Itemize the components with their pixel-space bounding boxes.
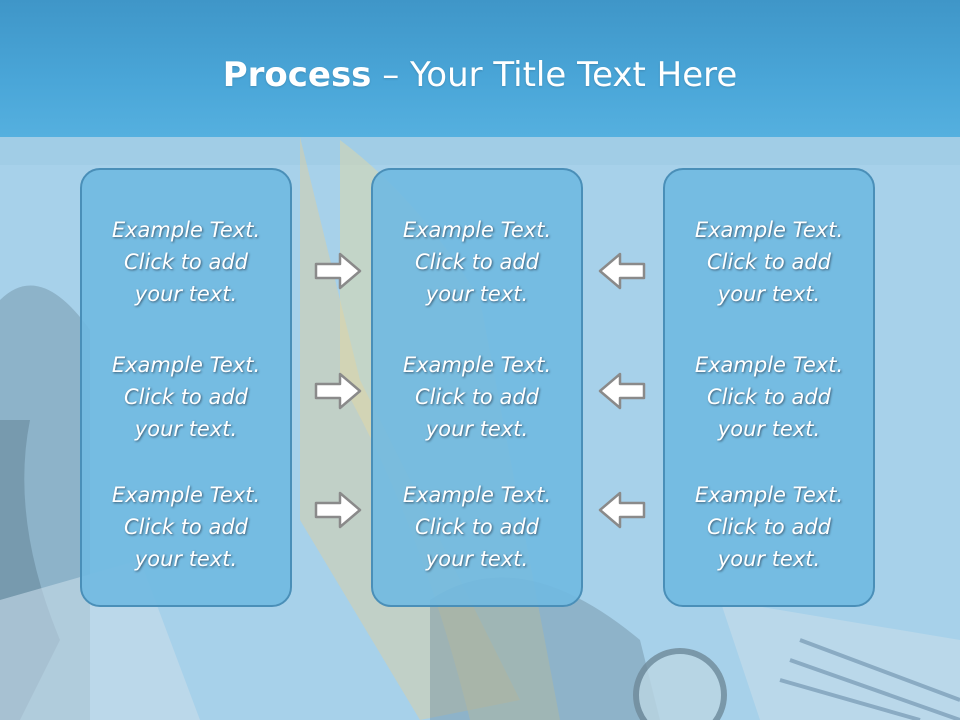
text-line: Example Text. (694, 353, 844, 377)
text-line: Example Text. (111, 483, 261, 507)
text-line: Example Text. (402, 483, 552, 507)
process-column-center: Example Text. Click to add your text. Ex… (371, 168, 583, 607)
text-placeholder[interactable]: Example Text. Click to add your text. (665, 479, 873, 575)
arrow-right-icon (314, 252, 362, 290)
text-placeholder[interactable]: Example Text. Click to add your text. (665, 349, 873, 445)
text-line: your text. (134, 417, 238, 441)
text-placeholder[interactable]: Example Text. Click to add your text. (82, 479, 290, 575)
title-bar (0, 0, 960, 137)
text-placeholder[interactable]: Example Text. Click to add your text. (665, 214, 873, 310)
arrow-left-icon (598, 491, 646, 529)
text-line: your text. (134, 282, 238, 306)
text-line: Click to add (706, 515, 831, 539)
text-line: Click to add (414, 385, 539, 409)
process-column-right: Example Text. Click to add your text. Ex… (663, 168, 875, 607)
text-line: Example Text. (402, 218, 552, 242)
title-bold: Process (222, 55, 372, 95)
text-line: Example Text. (694, 483, 844, 507)
text-line: Example Text. (111, 218, 261, 242)
text-placeholder[interactable]: Example Text. Click to add your text. (373, 479, 581, 575)
text-line: your text. (717, 417, 821, 441)
title-rest: – Your Title Text Here (371, 55, 738, 95)
text-line: Click to add (706, 385, 831, 409)
text-placeholder[interactable]: Example Text. Click to add your text. (373, 349, 581, 445)
text-line: your text. (425, 417, 529, 441)
arrow-right-icon (314, 372, 362, 410)
arrow-right-icon (314, 491, 362, 529)
text-line: your text. (134, 547, 238, 571)
text-line: Click to add (706, 250, 831, 274)
text-line: Example Text. (111, 353, 261, 377)
text-placeholder[interactable]: Example Text. Click to add your text. (373, 214, 581, 310)
text-line: Click to add (123, 250, 248, 274)
text-line: Click to add (123, 515, 248, 539)
text-line: your text. (425, 547, 529, 571)
text-line: Click to add (414, 515, 539, 539)
text-line: Example Text. (402, 353, 552, 377)
text-line: Example Text. (694, 218, 844, 242)
arrow-left-icon (598, 372, 646, 410)
text-line: your text. (425, 282, 529, 306)
text-line: your text. (717, 547, 821, 571)
slide-title[interactable]: Process – Your Title Text Here (0, 54, 960, 96)
text-line: your text. (717, 282, 821, 306)
text-line: Click to add (123, 385, 248, 409)
process-column-left: Example Text. Click to add your text. Ex… (80, 168, 292, 607)
arrow-left-icon (598, 252, 646, 290)
text-placeholder[interactable]: Example Text. Click to add your text. (82, 349, 290, 445)
text-line: Click to add (414, 250, 539, 274)
text-placeholder[interactable]: Example Text. Click to add your text. (82, 214, 290, 310)
